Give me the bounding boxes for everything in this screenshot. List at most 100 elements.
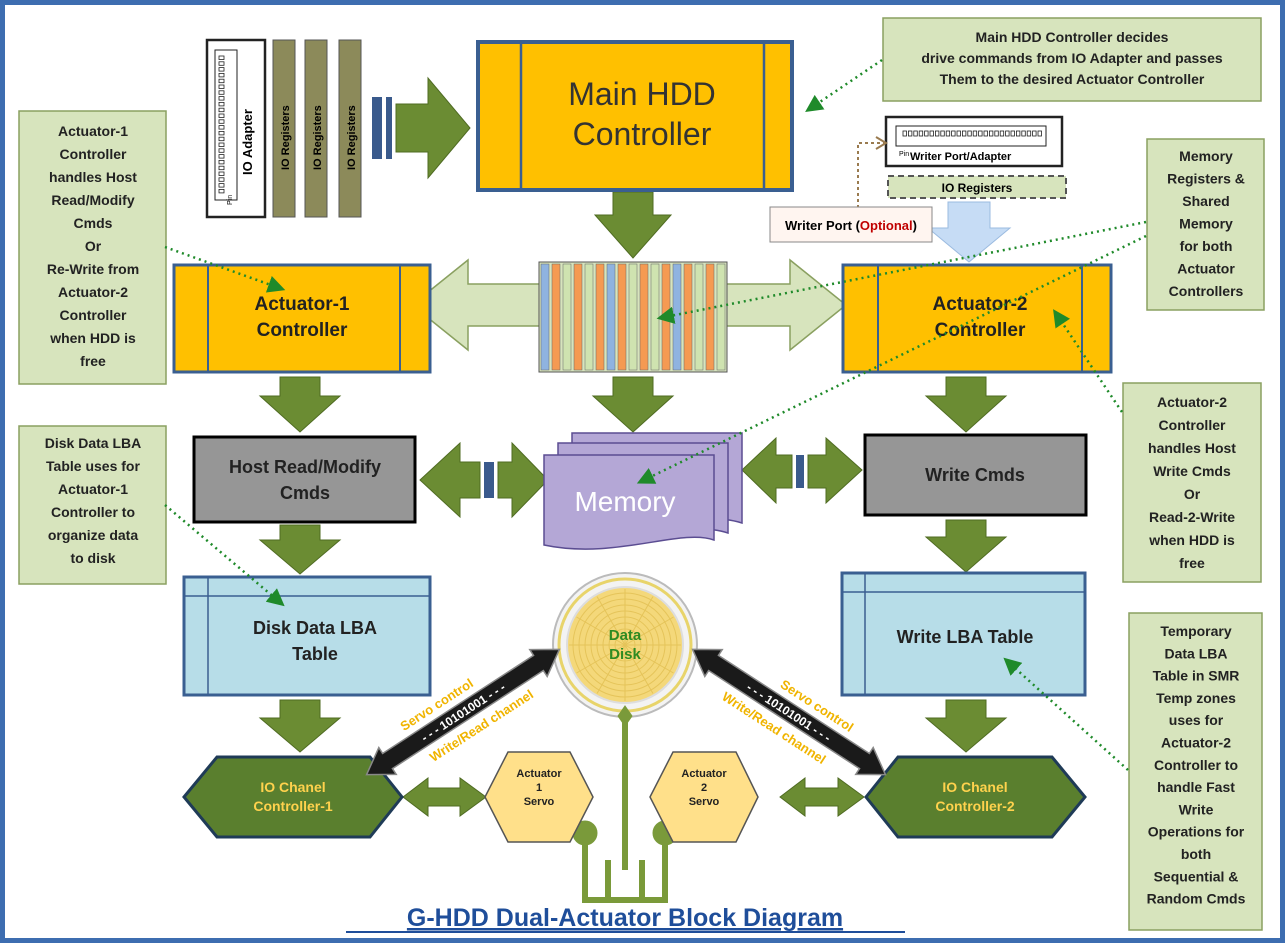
register-stripe <box>562 263 572 371</box>
register-stripe <box>595 263 605 371</box>
callout-main-text: Main HDD Controller decides drive command… <box>921 29 1223 87</box>
adapter-pin <box>218 84 225 89</box>
io-register-3 <box>338 39 362 218</box>
writer-pin <box>1005 130 1010 137</box>
io1Lbl-line: Controller-1 <box>253 798 333 814</box>
disk-sector <box>624 616 674 646</box>
coTemp-line: Data LBA <box>1164 645 1227 661</box>
servo2Lbl-line: 2 <box>701 782 707 794</box>
write-cmds-block: Write Cmds <box>863 433 1088 517</box>
writeLbaLbl-line: Write LBA Table <box>897 627 1034 647</box>
register-stripe <box>617 263 627 371</box>
coTemp-line: Sequential & <box>1154 868 1239 884</box>
writer-pin <box>962 130 967 137</box>
disk-sector <box>624 644 654 694</box>
diskLbaLbl-line: Disk Data LBA <box>253 618 377 638</box>
arrow-memory-write <box>741 436 793 505</box>
io-register-label-2: IO Registers <box>312 105 324 170</box>
arrow-servo2-io2 <box>779 776 865 818</box>
adapter-pin <box>218 171 225 176</box>
coMem-line: Memory <box>1179 148 1233 164</box>
coTemp-line: Table in SMR <box>1153 668 1240 684</box>
coMain-line: drive commands from IO Adapter and passe… <box>921 50 1223 66</box>
adapter-pin <box>218 188 225 194</box>
writer-port-adapter-label: Writer Port/Adapter <box>910 151 1012 163</box>
shared-memory-registers <box>538 261 728 373</box>
hostLbl-line: Host Read/Modify <box>229 457 381 477</box>
hostLbl-line: Cmds <box>280 483 330 503</box>
coAct2-line: handles Host <box>1148 440 1236 456</box>
coAct2-line: Actuator-2 <box>1157 394 1227 410</box>
diskLbl-line: Disk <box>609 646 641 663</box>
register-stripe <box>540 263 550 371</box>
coMem-line: Actuator <box>1177 261 1235 277</box>
register-stripe <box>716 263 726 371</box>
act1Lbl-line: Actuator-1 <box>254 294 349 315</box>
adapter-pin <box>218 159 225 165</box>
register-stripe <box>650 263 660 371</box>
write-lba-table-label: Write LBA Table <box>897 627 1034 647</box>
register-stripe <box>551 263 561 371</box>
adapter-pin <box>218 177 225 182</box>
coMain-line: Main HDD Controller decides <box>976 29 1169 45</box>
disk-sector <box>576 644 626 674</box>
writer-pin <box>924 130 929 137</box>
coAct2-line: Write Cmds <box>1153 463 1231 479</box>
register-stripe <box>639 263 649 371</box>
adapter-pin <box>218 142 225 147</box>
writer-pin <box>967 130 972 137</box>
disk-sector <box>596 644 626 694</box>
servo1Lbl-line: Actuator <box>516 768 562 780</box>
adapter-pin <box>218 78 225 84</box>
io-adapter-stack: IO Adapter Pin IO Registers IO Registers… <box>205 38 362 219</box>
writer-pin <box>935 130 940 137</box>
writer-port-box <box>769 206 933 243</box>
writer-pin <box>908 130 913 137</box>
writer-pin-label: Pin <box>899 151 909 158</box>
adapter-pin <box>218 107 225 113</box>
disk-sector <box>624 644 674 674</box>
mainLbl-line: Controller <box>573 116 712 152</box>
writer-pin <box>1037 130 1042 137</box>
coTemp-line: uses for <box>1169 712 1224 728</box>
adapter-pin <box>218 183 225 188</box>
writer-pin <box>929 130 934 137</box>
writer-pin <box>989 130 994 137</box>
writer-pin <box>951 130 956 137</box>
servo2Lbl-line: Actuator <box>681 768 727 780</box>
writer-pin <box>940 130 945 137</box>
adapter-pin <box>218 102 225 107</box>
coAct2-line: Read-2-Write <box>1149 509 1235 525</box>
disk-sector <box>576 616 626 646</box>
arrow-adapter-to-main <box>395 76 471 180</box>
writer-pin <box>994 130 999 137</box>
arrow-act2-down <box>924 376 1008 433</box>
writer-pin <box>1016 130 1021 137</box>
memory-label: Memory <box>574 486 675 517</box>
arrow-host-down <box>258 524 342 575</box>
act2Lbl-line: Controller <box>935 320 1026 341</box>
writer-pin <box>1032 130 1037 137</box>
adapter-pin <box>218 90 225 95</box>
register-stripe <box>573 263 583 371</box>
coTemp-line: Temp zones <box>1156 690 1236 706</box>
io-adapter-pin-label: Pin <box>227 195 234 205</box>
coAct2-line: Or <box>1184 486 1201 502</box>
adapter-pin <box>218 125 225 130</box>
io1Lbl-line: IO Chanel <box>260 779 325 795</box>
adapter-pin <box>218 96 225 101</box>
